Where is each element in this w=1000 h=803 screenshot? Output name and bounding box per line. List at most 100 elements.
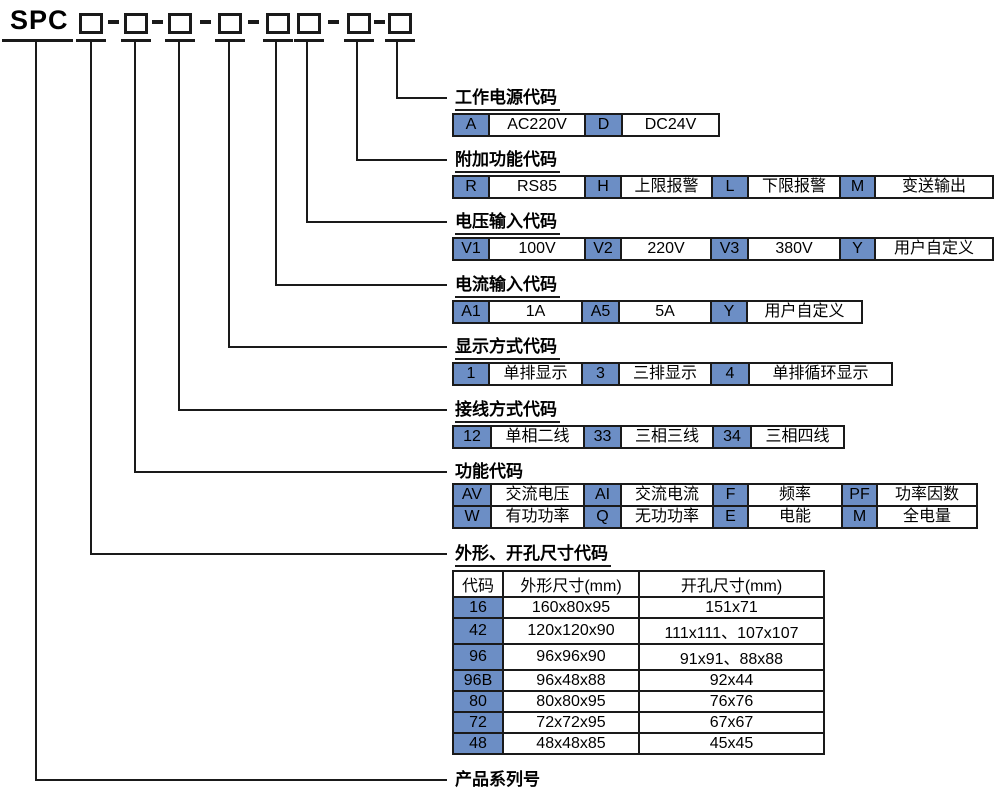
table-row: 48 48x48x85 45x45 [452,732,825,755]
size-cell: 96x48x88 [502,669,640,692]
code-cell: M [841,505,878,529]
connector-line [275,284,447,286]
tbar [121,39,151,42]
code-cell: 1 [452,362,490,386]
code-cell: V1 [452,237,490,261]
code-cell: 4 [710,362,750,386]
cutout-cell: 111x111、107x107 [638,617,825,645]
connector-line [228,346,447,348]
connector-line [228,41,230,348]
connector-line [90,41,92,555]
desc-cell: 有功功率 [490,505,585,529]
tbar [76,39,106,42]
table-header-row: 代码 外形尺寸(mm) 开孔尺寸(mm) [452,570,825,598]
function-code-table-row2: W 有功功率 Q 无功功率 E 电能 M 全电量 [452,505,978,529]
code-cell: L [711,175,749,199]
desc-cell: 单排循环显示 [748,362,893,386]
code-cell: 80 [452,690,504,713]
aux-function-code-label: 附加功能代码 [455,150,560,173]
power-code-box [388,13,412,34]
code-cell: V2 [584,237,622,261]
dimension-code-label: 外形、开孔尺寸代码 [455,544,611,567]
dimension-code-table: 代码 外形尺寸(mm) 开孔尺寸(mm) 16 160x80x95 151x71… [452,570,825,755]
wiring-code-label: 接线方式代码 [455,400,560,423]
code-cell: Y [839,237,876,261]
desc-cell: 无功功率 [620,505,714,529]
connector-line [306,221,447,223]
hyphen [108,20,119,24]
connector-line [275,41,277,286]
size-cell: 120x120x90 [502,617,640,645]
desc-cell: 单相二线 [490,425,585,449]
connector-line [396,97,447,99]
code-cell: Q [583,505,622,529]
desc-cell: DC24V [621,113,720,137]
tbar-series [2,39,73,42]
code-cell: 96B [452,669,504,692]
current-code-box [266,13,290,34]
code-cell: 3 [581,362,620,386]
code-cell: 33 [583,425,622,449]
desc-cell: 1A [488,300,583,324]
display-code-label: 显示方式代码 [455,337,560,360]
desc-cell: RS85 [488,175,586,199]
desc-cell: 三相四线 [750,425,845,449]
function-code-table-row1: AV 交流电压 AI 交流电流 F 频率 PF 功率因数 [452,483,978,507]
code-cell: AV [452,483,492,507]
table-row: 80 80x80x95 76x76 [452,690,825,713]
connector-line [90,553,447,555]
connector-line [134,41,136,473]
code-cell: 48 [452,732,504,755]
function-code-box [124,13,148,34]
code-cell: V3 [710,237,749,261]
code-cell: 42 [452,617,504,645]
desc-cell: 全电量 [876,505,978,529]
dimension-code-box [79,13,103,34]
desc-cell: 三排显示 [618,362,712,386]
code-cell: F [712,483,749,507]
desc-cell: 220V [620,237,712,261]
code-cell: D [584,113,623,137]
code-cell: W [452,505,492,529]
tbar [344,39,374,42]
desc-cell: 5A [618,300,712,324]
tbar [215,39,245,42]
power-code-label: 工作电源代码 [455,88,560,111]
table-row: 72 72x72x95 67x67 [452,711,825,734]
connector-line [35,41,37,781]
connector-line [178,41,180,411]
voltage-code-table: V1 100V V2 220V V3 380V Y 用户自定义 [452,237,994,261]
column-header: 开孔尺寸(mm) [638,570,825,598]
connector-line [35,779,447,781]
code-cell: Y [710,300,748,324]
aux-function-code-table: R RS85 H 上限报警 L 下限报警 M 变送输出 [452,175,994,199]
product-series-label: 产品系列号 [455,770,540,789]
series-prefix: SPC [10,5,69,35]
function-code-label: 功能代码 [455,462,526,485]
hyphen [152,20,163,24]
cutout-cell: 151x71 [638,596,825,619]
code-cell: H [584,175,622,199]
code-cell: E [712,505,749,529]
cutout-cell: 67x67 [638,711,825,734]
code-cell: R [452,175,490,199]
display-code-table: 1 单排显示 3 三排显示 4 单排循环显示 [452,362,893,386]
column-header: 外形尺寸(mm) [502,570,640,598]
code-cell: 34 [712,425,752,449]
desc-cell: 交流电流 [620,483,714,507]
desc-cell: 三相三线 [620,425,714,449]
current-code-table: A1 1A A5 5A Y 用户自定义 [452,300,863,324]
desc-cell: 100V [488,237,586,261]
voltage-code-box [297,13,321,34]
code-cell: AI [583,483,622,507]
aux-function-code-box [347,13,371,34]
code-cell: A1 [452,300,490,324]
desc-cell: 用户自定义 [874,237,994,261]
code-cell: PF [841,483,878,507]
size-cell: 160x80x95 [502,596,640,619]
desc-cell: AC220V [488,113,586,137]
hyphen [200,20,211,24]
desc-cell: 功率因数 [876,483,978,507]
code-cell: A [452,113,490,137]
